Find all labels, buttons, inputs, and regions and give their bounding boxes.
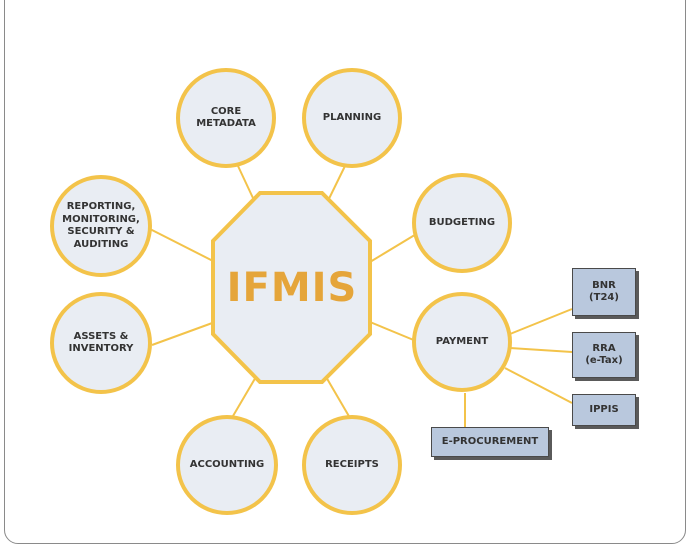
external-eprocurement: E-PROCUREMENT [431,427,549,457]
connector-ippis [504,367,573,404]
node-accounting: ACCOUNTING [176,415,278,515]
connector-assets [151,321,216,346]
diagram-frame [4,0,686,544]
node-payment: PAYMENT [412,292,512,392]
external-bnr: BNR (T24) [572,268,636,316]
external-rra: RRA (e-Tax) [572,332,636,378]
external-ippis: IPPIS [572,394,636,426]
node-assets-inventory: ASSETS & INVENTORY [50,292,152,394]
node-reporting-monitoring: REPORTING, MONITORING, SECURITY & AUDITI… [50,175,152,277]
node-receipts: RECEIPTS [302,415,402,515]
node-budgeting: BUDGETING [412,173,512,273]
connector-bnr [509,308,573,335]
ifmis-hub-octagon [211,191,372,384]
node-planning: PLANNING [302,68,402,168]
connector-reporting [147,227,216,263]
node-core-metadata: CORE METADATA [176,68,276,168]
connector-payment [369,321,417,342]
connector-rra [509,347,573,353]
hub-label: IFMIS [226,264,358,311]
connector-budgeting [369,232,419,263]
